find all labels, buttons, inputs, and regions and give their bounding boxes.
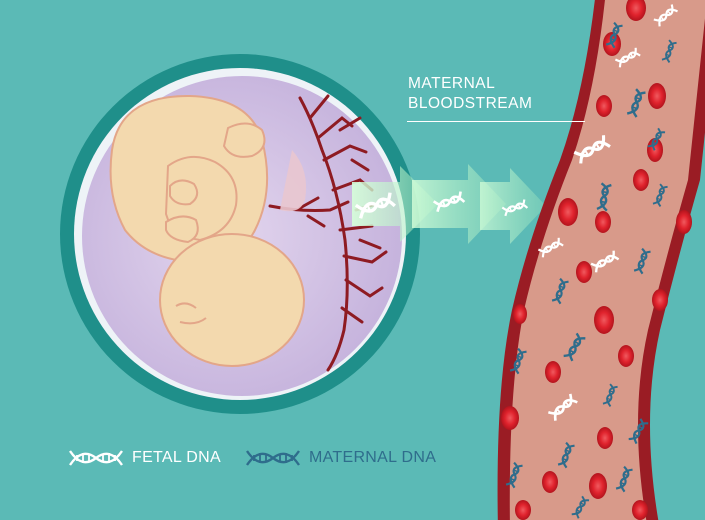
maternal-dna-icon (615, 465, 633, 493)
maternal-dna-icon (563, 332, 586, 362)
maternal-dna-icon (652, 183, 668, 207)
red-blood-cell (597, 427, 613, 449)
fetal-dna-icon (573, 135, 611, 164)
red-blood-cell (594, 306, 614, 334)
fetal-dna-icon (614, 47, 641, 68)
maternal-dna-icon (647, 127, 666, 151)
umbilical-cord (280, 150, 307, 212)
fetal-dna-icon (653, 4, 678, 27)
red-blood-cell (626, 0, 646, 21)
maternal-dna-icon (557, 441, 575, 469)
red-blood-cell (545, 361, 561, 383)
fetal-dna-icon (537, 237, 564, 258)
maternal-dna-icon (509, 347, 527, 375)
maternal-dna-icon (505, 461, 523, 489)
legend-maternal-label: MATERNAL DNA (309, 449, 437, 466)
red-blood-cell (589, 473, 607, 499)
fetus (109, 94, 305, 367)
legend-maternal-dna: MATERNAL DNA (245, 447, 436, 469)
red-blood-cell (542, 471, 558, 493)
fetal-dna-icon (432, 191, 466, 213)
maternal-dna-icon (551, 277, 569, 305)
title-underline (407, 121, 585, 122)
red-blood-cell (596, 95, 612, 117)
fetal-dna-icon (501, 199, 529, 217)
fetal-dna-icon (547, 393, 578, 421)
fetal-dna-icon (590, 250, 620, 273)
red-blood-cell (501, 406, 519, 430)
title-line-2: BLOODSTREAM (408, 95, 533, 112)
placenta-vessels (268, 94, 388, 372)
red-blood-cell (652, 289, 668, 311)
fetal-dna-icon (354, 192, 396, 219)
maternal-dna-icon (605, 21, 623, 49)
red-blood-cell (515, 500, 531, 520)
maternal-dna-icon (596, 182, 612, 212)
maternal-dna-icon (633, 247, 651, 275)
title-line-1: MATERNAL (408, 75, 496, 92)
maternal-dna-icon (626, 88, 646, 118)
maternal-bloodstream-label: MATERNAL BLOODSTREAM (408, 74, 532, 114)
dna-fragments (354, 4, 678, 519)
red-blood-cell (558, 198, 578, 226)
red-blood-cell (618, 345, 634, 367)
maternal-dna-icon (602, 383, 618, 407)
legend-fetal-dna: FETAL DNA (68, 447, 221, 469)
maternal-dna-icon (661, 39, 677, 63)
red-blood-cell (632, 500, 648, 520)
red-blood-cell (633, 169, 649, 191)
maternal-dna-icon (628, 418, 649, 445)
red-blood-cell (648, 83, 666, 109)
fetal-dna-icon (69, 450, 123, 466)
maternal-dna-icon (571, 495, 590, 519)
legend-fetal-label: FETAL DNA (132, 449, 221, 466)
red-blood-cell (595, 211, 611, 233)
red-blood-cell (576, 261, 592, 283)
red-blood-cell (676, 210, 692, 234)
maternal-dna-icon (246, 450, 300, 466)
red-blood-cell (513, 304, 527, 324)
